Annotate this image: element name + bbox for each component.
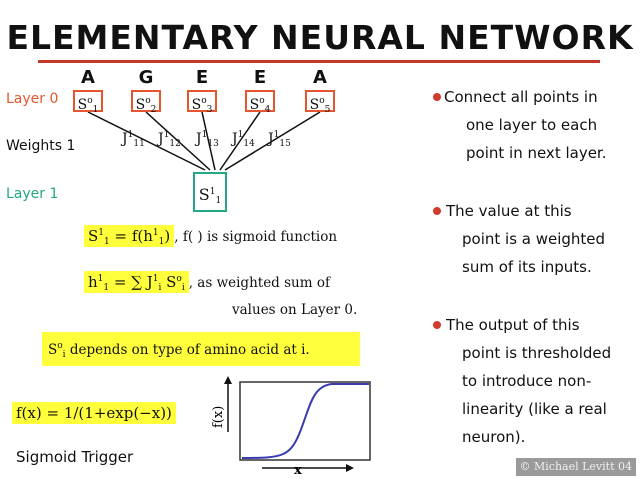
bullet-text: The output of this point is thresholded … — [446, 316, 612, 446]
connection-line — [145, 111, 211, 171]
x-axis-arrowhead — [346, 464, 354, 472]
weight-label: J114 — [232, 130, 255, 149]
amino-acid-label: E — [253, 67, 267, 88]
layer0-label: Layer 0 — [6, 91, 59, 107]
connection-line — [87, 111, 206, 171]
bullet-icon — [433, 93, 441, 101]
title-underline — [38, 60, 600, 63]
weight-label: J111 — [122, 130, 145, 149]
sigmoid-plot: f(x) x — [212, 376, 371, 478]
bullet-icon — [433, 207, 441, 215]
layer1-label: Layer 1 — [6, 186, 59, 202]
y-axis-arrowhead — [224, 376, 232, 384]
weight-label: J112 — [158, 130, 181, 149]
bullet-text: The value at this point is a weighted su… — [446, 202, 606, 276]
page-title: ELEMENTARY NEURAL NETWORK — [6, 18, 634, 57]
layer0-node: So1 — [73, 90, 103, 115]
bullet-text: Connect all points in one layer to each … — [444, 88, 607, 162]
layer0-node: So5 — [305, 90, 335, 115]
weights-label: Weights 1 — [6, 138, 76, 154]
connection-line — [219, 111, 261, 171]
amino-acid-label: A — [81, 67, 95, 88]
plot-ylabel: f(x) — [212, 406, 226, 428]
amino-acid-dependency-note: Soi depends on type of amino acid at i. — [42, 332, 360, 366]
layer1-node: S11 — [193, 172, 227, 212]
amino-acid-label: A — [313, 67, 327, 88]
plot-xlabel: x — [294, 463, 302, 478]
layer0-node: So4 — [245, 90, 275, 115]
bullet-icon — [433, 321, 441, 329]
weight-label: J113 — [196, 130, 219, 149]
copyright-badge: © Michael Levitt 04 — [515, 458, 636, 476]
sigmoid-curve — [241, 383, 369, 459]
connection-line — [224, 111, 321, 171]
amino-acid-label: E — [195, 67, 209, 88]
sigmoid-trigger-label: Sigmoid Trigger — [16, 448, 134, 466]
equation-weighted-sum-continuation: values on Layer 0. — [232, 302, 358, 318]
connection-line — [201, 111, 216, 171]
equation-weighted-sum: h11 = ∑ J1i Soi, as weighted sum of — [84, 271, 330, 293]
sigmoid-formula: f(x) = 1/(1+exp(−x)) — [12, 402, 176, 424]
equation-sigmoid: S11 = f(h11), f( ) is sigmoid function — [84, 225, 337, 247]
weight-label: J115 — [268, 130, 291, 149]
layer0-node: So2 — [131, 90, 161, 115]
amino-acid-label: G — [138, 67, 154, 88]
layer0-node: So3 — [187, 90, 217, 115]
